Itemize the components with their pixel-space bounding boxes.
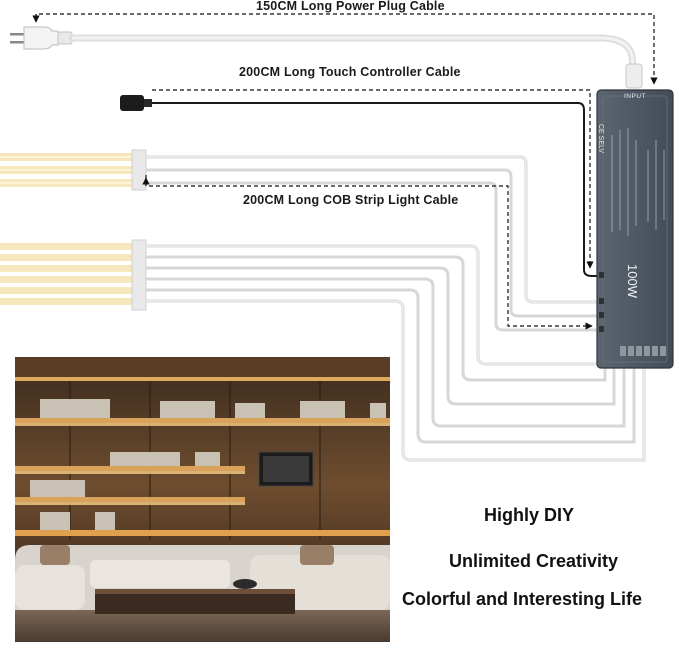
psu-marks: CE SELV — [597, 124, 604, 154]
cob-strip-group-bottom — [0, 239, 147, 311]
cob-strip-group-top — [0, 149, 147, 191]
touch-controller — [120, 95, 152, 111]
power-plug-cable-label: 150CM Long Power Plug Cable — [256, 0, 445, 13]
touch-controller-cable — [152, 102, 598, 277]
living-room-photo — [15, 357, 390, 642]
slogan-line-3: Colorful and Interesting Life — [402, 589, 643, 609]
power-supply — [596, 89, 674, 369]
slogan-line-1: Highly DIY — [484, 505, 575, 525]
psu-input-label: INPUT — [624, 93, 646, 100]
slogan-line-2: Unlimited Creativity — [449, 551, 619, 571]
psu-wattage: 100W — [625, 264, 640, 298]
power-plug — [10, 26, 73, 50]
touch-controller-cable-label: 200CM Long Touch Controller Cable — [239, 65, 461, 79]
touch-cable-callout — [152, 89, 594, 269]
cob-strip-cable-label: 200CM Long COB Strip Light Cable — [243, 193, 459, 207]
